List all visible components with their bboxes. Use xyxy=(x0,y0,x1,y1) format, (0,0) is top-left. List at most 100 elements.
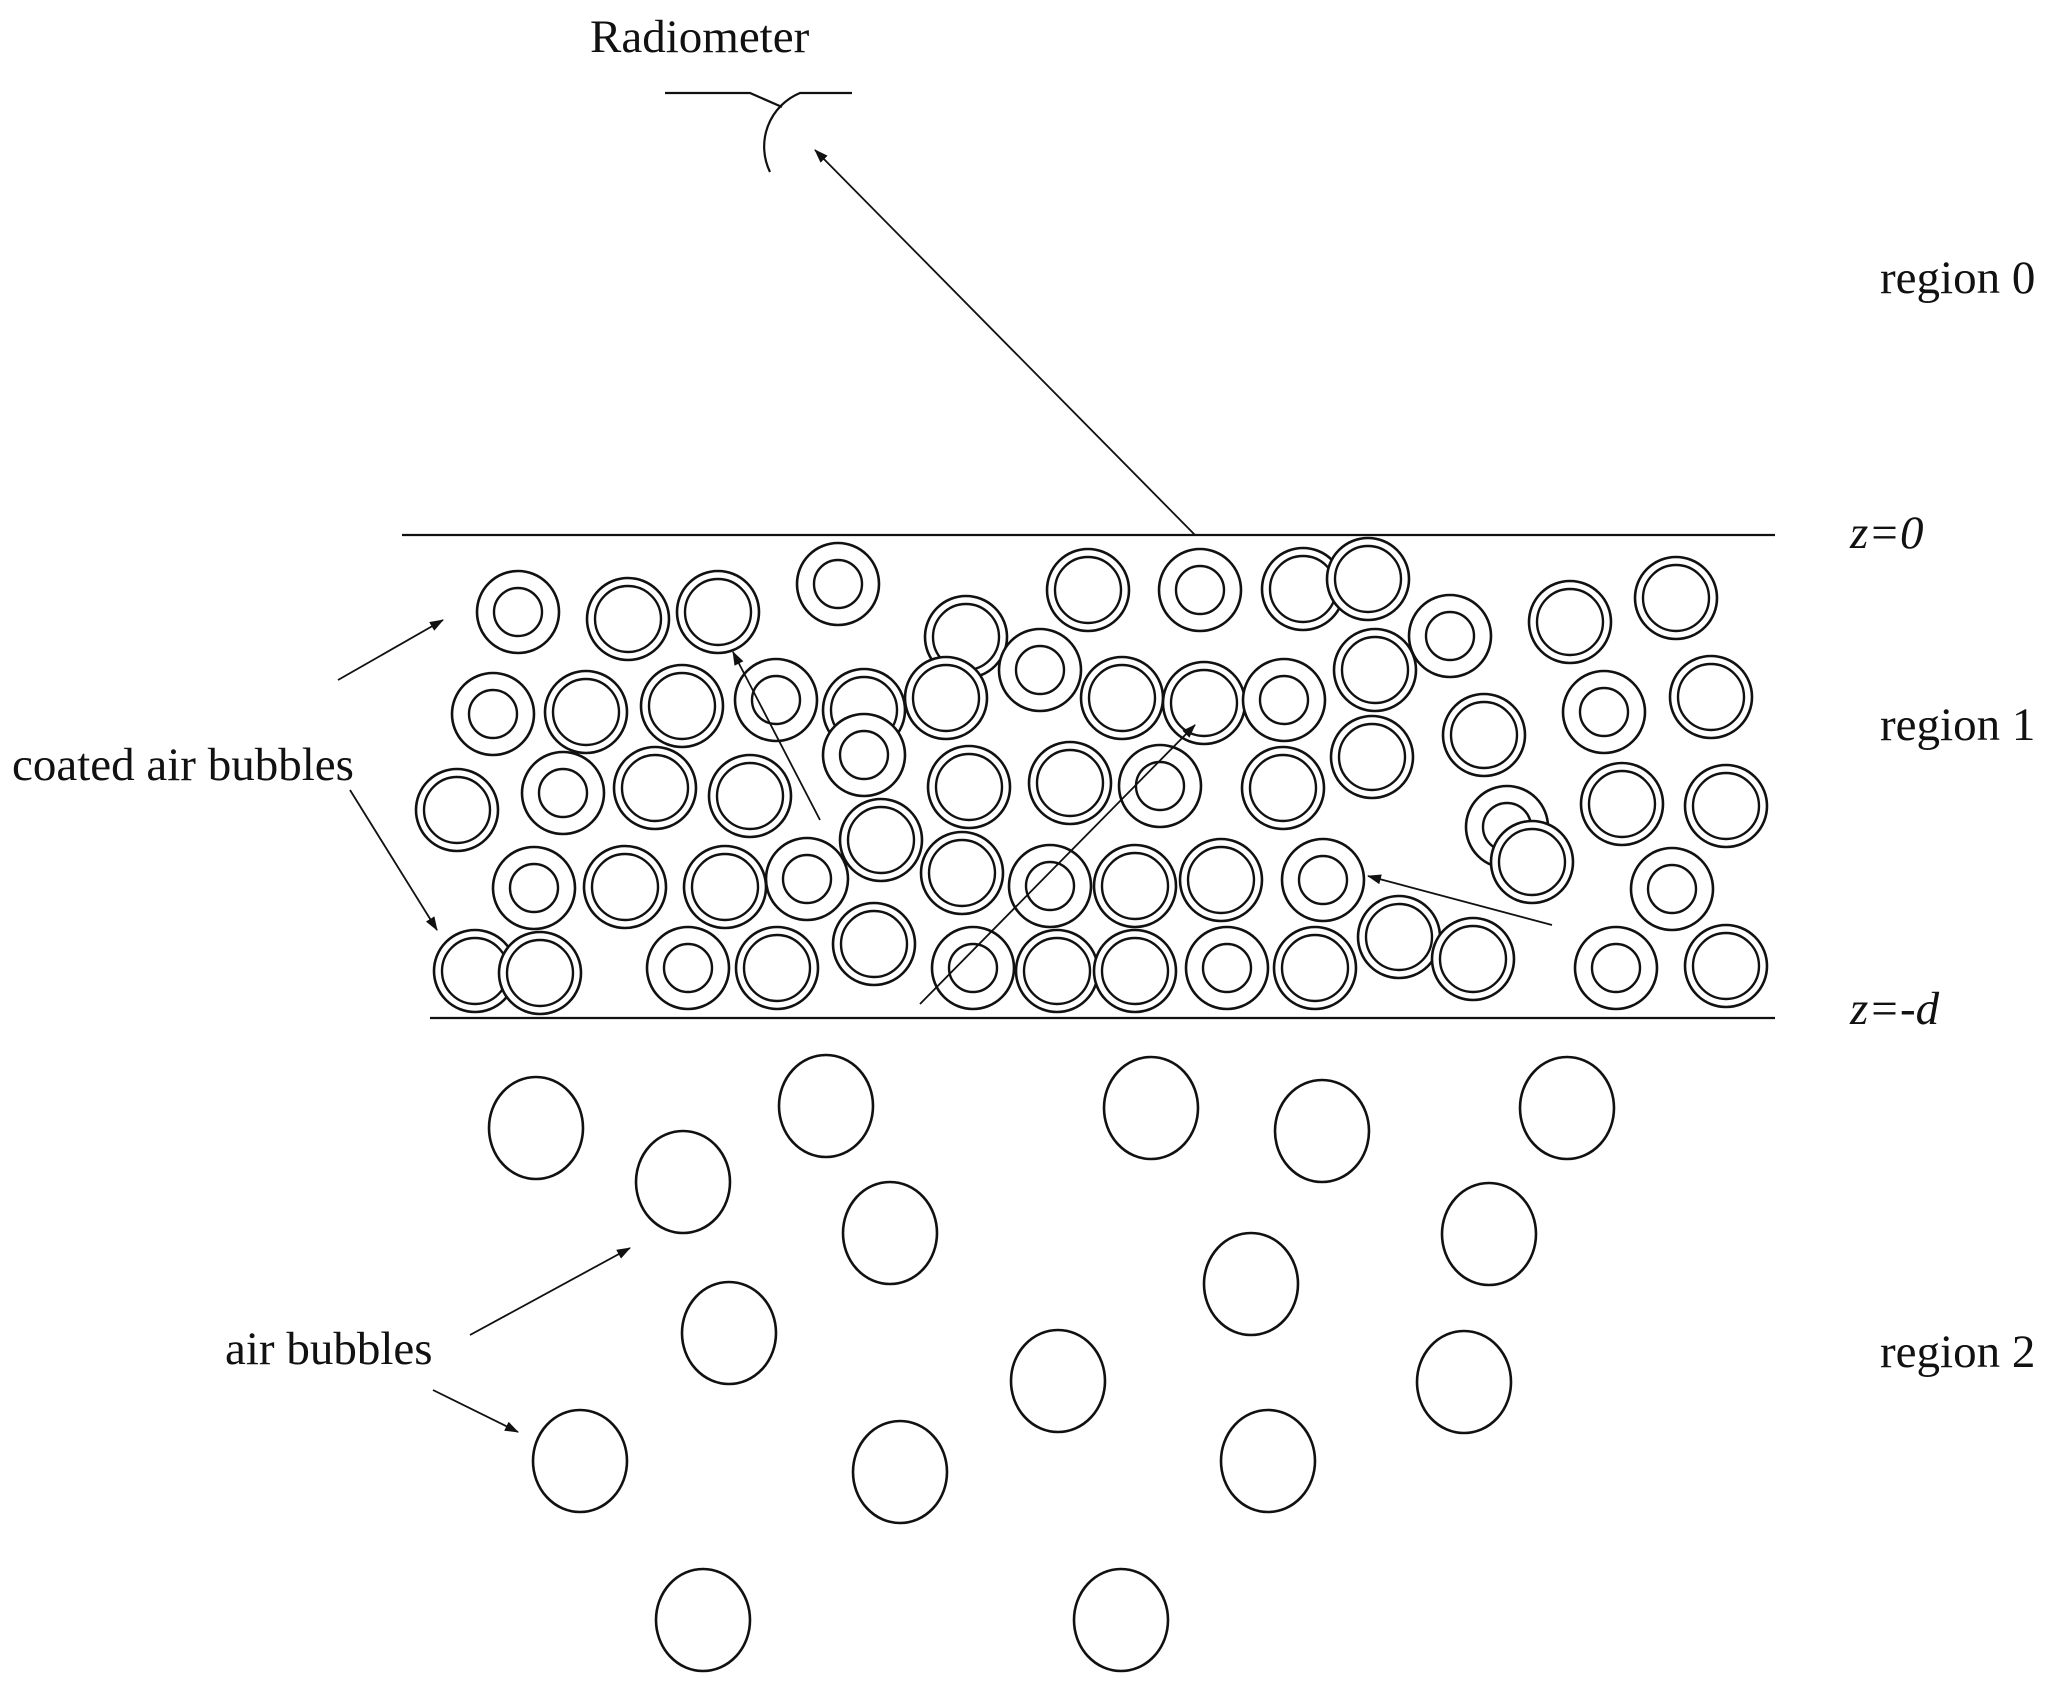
air-bubbles-group xyxy=(487,1053,1616,1673)
coated-bubble-outer xyxy=(997,627,1083,713)
coated-bubble-outer xyxy=(1407,593,1493,679)
coated-bubble-inner xyxy=(467,688,519,740)
coated-bubble-outer xyxy=(1629,846,1715,932)
coated-bubble-inner xyxy=(927,838,997,908)
air-bubble xyxy=(1440,1181,1538,1287)
coated-bubble-outer xyxy=(1007,843,1093,929)
coated-bubble-outer xyxy=(1356,894,1442,980)
coated-bubble-outer xyxy=(1329,714,1415,800)
coated-bubble-inner xyxy=(1676,662,1746,732)
pointer-arrow-coated-top xyxy=(337,619,444,681)
coated-bubble-inner xyxy=(1333,544,1403,614)
coated-bubble-outer xyxy=(450,671,536,757)
coated-bubble-outer xyxy=(475,569,561,655)
coated-bubble-outer xyxy=(1683,763,1769,849)
coated-bubble-outer xyxy=(1014,928,1100,1014)
coated-bubble-inner xyxy=(1087,663,1157,733)
coated-bubble-inner xyxy=(1248,753,1318,823)
coated-bubble-inner xyxy=(812,558,864,610)
coated-bubble-outer xyxy=(1272,925,1358,1011)
coated-bubble-outer xyxy=(1579,761,1665,847)
coated-bubble-inner xyxy=(683,577,753,647)
air-bubble xyxy=(1072,1567,1170,1673)
air-bubble xyxy=(680,1280,778,1386)
coated-bubble-inner xyxy=(1258,674,1310,726)
air-bubble xyxy=(654,1567,752,1673)
air-bubble xyxy=(1102,1055,1200,1161)
coated-bubble-outer xyxy=(1157,547,1243,633)
coated-bubble-outer xyxy=(1332,627,1418,713)
coated-bubble-inner xyxy=(505,938,575,1008)
coated-bubble-inner xyxy=(690,852,760,922)
coated-bubble-inner xyxy=(662,942,714,994)
scatter-arrow-3 xyxy=(1367,874,1553,926)
coated-bubble-inner xyxy=(1337,722,1407,792)
air-bubble xyxy=(487,1075,585,1181)
coated-bubble-outer xyxy=(1241,657,1327,743)
coated-bubble-inner xyxy=(911,663,981,733)
emission-arrow xyxy=(814,149,1196,536)
coated-bubble-outer xyxy=(734,925,820,1011)
coated-bubble-outer xyxy=(645,925,731,1011)
coated-bubble-outer xyxy=(1441,692,1527,778)
boundary-bottom-label: z=-d xyxy=(1849,983,1940,1035)
coated-bubble-outer xyxy=(733,657,819,743)
coated-bubble-outer xyxy=(1184,925,1270,1011)
pointer-arrow-coated-bottom xyxy=(349,789,438,931)
scatter-arrow-1 xyxy=(732,651,821,821)
coated-bubble-outer xyxy=(919,830,1005,916)
coated-bubble-outer xyxy=(1045,547,1131,633)
coated-bubble-inner xyxy=(1590,942,1642,994)
coated-bubble-outer xyxy=(1527,579,1613,665)
coated-bubble-outer xyxy=(926,744,1012,830)
coated-bubble-inner xyxy=(1100,936,1170,1006)
coated-bubble-inner xyxy=(1641,563,1711,633)
air-bubble xyxy=(634,1129,732,1235)
coated-bubble-outer xyxy=(414,767,500,853)
region-0-label: region 0 xyxy=(1880,252,2035,304)
coated-bubble-outer xyxy=(1489,819,1575,905)
coated-bubble-inner xyxy=(1201,942,1253,994)
coated-bubble-inner xyxy=(590,852,660,922)
coated-bubble-inner xyxy=(1280,933,1350,1003)
coated-bubble-inner xyxy=(1014,644,1066,696)
coated-bubble-inner xyxy=(508,862,560,914)
coated-bubble-outer xyxy=(1161,660,1247,746)
coated-bubble-inner xyxy=(422,775,492,845)
coated-bubble-outer xyxy=(838,797,924,883)
coated-bubble-outer xyxy=(639,663,725,749)
coated-bubble-inner xyxy=(1438,924,1508,994)
pointer-arrow-air-bottom xyxy=(432,1389,519,1433)
coated-bubble-outer xyxy=(764,836,850,922)
coated-bubble-inner xyxy=(1364,902,1434,972)
coated-bubble-outer xyxy=(930,925,1016,1011)
coated-bubble-outer xyxy=(543,669,629,755)
region-1-label: region 1 xyxy=(1880,699,2035,751)
coated-bubble-inner xyxy=(839,909,909,979)
boundary-top-label: z=0 xyxy=(1849,507,1924,559)
coated-bubble-inner xyxy=(492,586,544,638)
coated-bubble-outer xyxy=(1240,745,1326,831)
coated-bubble-inner xyxy=(1053,555,1123,625)
air-bubble xyxy=(851,1419,949,1525)
coated-bubble-inner xyxy=(1035,748,1105,818)
coated-bubble-inner xyxy=(742,933,812,1003)
radiometer-icon xyxy=(665,91,852,173)
coated-bubble-inner xyxy=(934,752,1004,822)
air-bubble xyxy=(1415,1329,1513,1435)
coated-bubble-outer xyxy=(585,576,671,662)
coated-bubble-inner xyxy=(715,761,785,831)
air-bubble xyxy=(531,1408,629,1514)
air-bubbles-label: air bubbles xyxy=(225,1323,433,1375)
coated-bubble-outer xyxy=(612,745,698,831)
coated-bubble-inner xyxy=(1186,845,1256,915)
coated-bubble-outer xyxy=(520,750,606,836)
coated-bubble-outer xyxy=(1325,536,1411,622)
air-bubble xyxy=(841,1180,939,1286)
coated-bubble-inner xyxy=(1646,863,1698,915)
coated-bubble-inner xyxy=(1535,587,1605,657)
coated-bubble-outer xyxy=(1573,925,1659,1011)
coated-bubble-outer xyxy=(582,844,668,930)
coated-bubble-outer xyxy=(675,569,761,655)
